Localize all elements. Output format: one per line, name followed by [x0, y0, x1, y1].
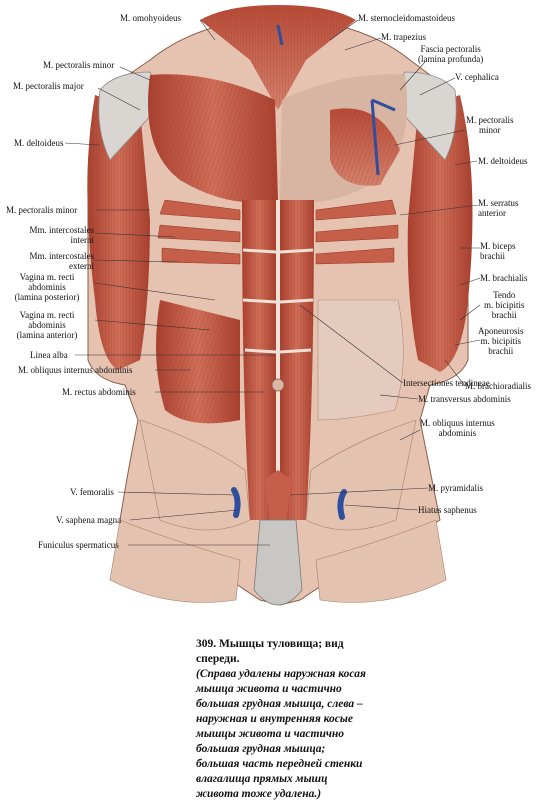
label-linea-alba: Linea alba — [30, 350, 68, 360]
torso-body — [87, 5, 473, 606]
caption-note-line: живота тоже удалена.) — [196, 788, 322, 800]
label-v-femoralis: V. femoralis — [70, 487, 114, 497]
label-intercostales-externi: Mm. intercostales externi — [29, 251, 95, 271]
label-rectus-abdominis: M. rectus abdominis — [62, 387, 136, 397]
label-v-cephalica: V. cephalica — [455, 72, 499, 82]
label-funiculus-spermaticus: Funiculus spermaticus — [38, 540, 119, 550]
caption-note-line: наружная и внутренняя косые — [196, 713, 353, 725]
figure-caption: 309. Мышцы туловища; вид спереди. (Справ… — [196, 637, 546, 802]
label-vagina-anterior: Vagina m. recti abdominis (lamina anteri… — [16, 310, 78, 340]
label-sternocleidomastoideus: M. sternocleidomastoideus — [358, 13, 455, 23]
label-pectoralis-minor-upper: M. pectoralis minor — [43, 60, 115, 70]
label-intercostales-interni: Mm. intercostales interni — [29, 225, 95, 245]
label-aponeurosis-bicipitis: Aponeurosis m. bicipitis brachii — [478, 326, 524, 356]
label-biceps-brachii: M. biceps brachii — [480, 241, 516, 261]
label-omohyoideus: M. omohyoideus — [120, 13, 182, 23]
label-pyramidalis: M. pyramidalis — [428, 483, 483, 493]
caption-heading: 309. Мышцы туловища; вид спереди. — [196, 638, 344, 665]
label-hiatus-saphenus: Hiatus saphenus — [418, 505, 477, 515]
label-obliquus-internus-left: M. obliquus internus abdominis — [18, 365, 133, 375]
caption-note-line: большая грудная мышца; — [196, 743, 326, 755]
label-v-saphena-magna: V. saphena magna — [56, 515, 122, 525]
leader-lines — [64, 19, 481, 546]
label-pectoralis-major: M. pectoralis major — [13, 81, 84, 91]
caption-note-line: мышца живота и частично — [196, 683, 342, 695]
label-trapezius: M. trapezius — [381, 32, 426, 42]
label-vagina-posterior: Vagina m. recti abdominis (lamina poster… — [14, 272, 80, 302]
caption-note-line: большая часть передней стенки — [196, 758, 363, 770]
label-fascia-pectoralis: Fascia pectoralis (lamina profunda) — [418, 44, 484, 64]
label-tendo-bicipitis: Tendo m. bicipitis brachii — [484, 290, 525, 320]
caption-note-line: (Справа удалены наружная косая — [196, 668, 366, 680]
label-transversus-abdominis: M. transversus abdominis — [418, 394, 511, 404]
label-brachialis: M. brachialis — [480, 273, 528, 283]
label-brachioradialis: M. brachioradialis — [465, 381, 531, 391]
label-deltoideus-right: M. deltoideus — [478, 156, 528, 166]
caption-note: (Справа удалены наружная косая мышца живо… — [196, 667, 546, 802]
label-pectoralis-minor-right: M. pectoralis minor — [466, 115, 514, 135]
caption-note-line: мышцы живота и частично — [196, 728, 345, 740]
label-serratus-anterior: M. serratus anterior — [478, 198, 519, 218]
label-deltoideus-left: M. deltoideus — [14, 138, 64, 148]
caption-note-line: большая грудная мышца, слева – — [196, 698, 363, 710]
label-intersectiones-tendineae: Intersectiones tendineae — [403, 378, 490, 388]
caption-note-line: влагалища прямых мышц — [196, 773, 328, 785]
label-pectoralis-minor-lower: M. pectoralis minor — [6, 205, 78, 215]
label-obliquus-internus-right: M. obliquus internus abdominis — [420, 418, 495, 438]
